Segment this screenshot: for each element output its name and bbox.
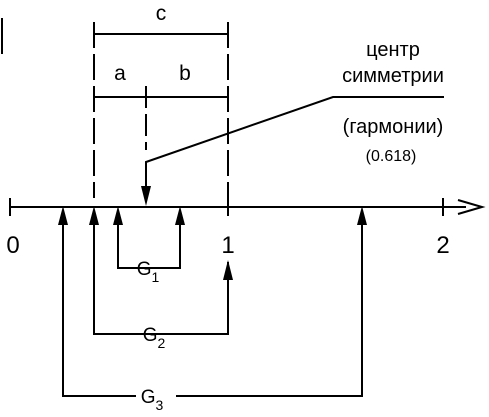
segment-label-b: b: [179, 62, 191, 85]
segment-label-c: c: [156, 2, 167, 25]
tick-label-2: 2: [436, 232, 449, 259]
annotation-line2: симметрии: [342, 65, 444, 87]
annotation-leader: [145, 96, 444, 196]
range-g3-arrow-right: [357, 206, 367, 225]
range-label-g1: G1: [137, 259, 160, 285]
annotation-line1: центр: [366, 39, 420, 61]
range-g1-arrow-right: [175, 206, 185, 225]
segment-label-a: a: [114, 62, 126, 85]
range-g1-arrow-left: [113, 206, 123, 225]
annotation-arrowhead: [141, 186, 151, 206]
annotation-line4: (0.618): [366, 148, 417, 165]
range-g3-label-gap: [136, 386, 176, 406]
range-label-g3: G3: [141, 387, 164, 413]
range-g2-arrow-left: [89, 206, 99, 225]
range-g2: [93, 210, 229, 335]
tick-label-0: 0: [6, 232, 19, 259]
range-g2-arrow-right: [223, 260, 233, 280]
range-g3: [62, 210, 363, 397]
annotation-line3: (гармонии): [343, 116, 444, 138]
range-g3-arrow-left: [58, 206, 68, 225]
range-g1: [117, 210, 181, 269]
axis-arrowhead: [457, 199, 486, 215]
range-label-g2: G2: [143, 325, 166, 351]
tick-label-1: 1: [221, 232, 234, 259]
